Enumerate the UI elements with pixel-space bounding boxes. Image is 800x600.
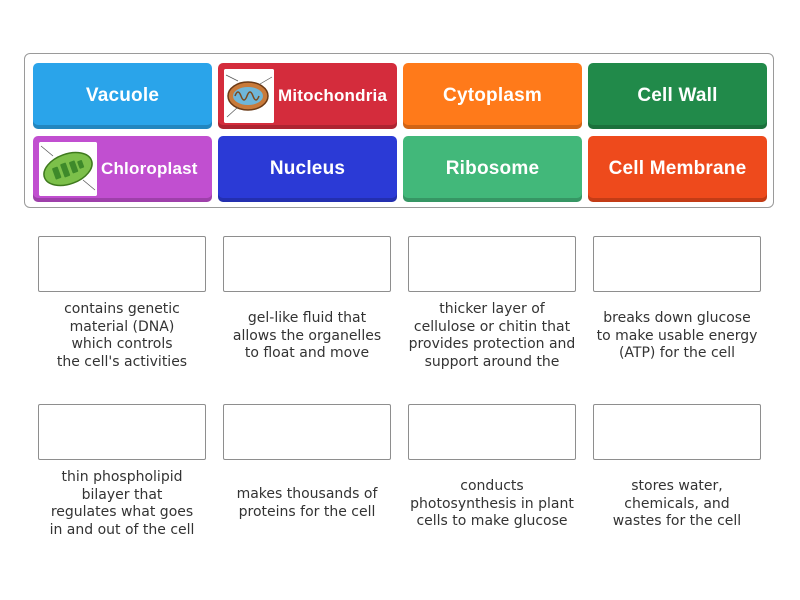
tile-label: Cell Wall — [637, 85, 718, 106]
description-2: gel-like fluid that allows the organelle… — [232, 310, 382, 361]
drop-zone-2[interactable] — [223, 236, 391, 292]
drop-zone-4[interactable] — [593, 236, 761, 292]
tile-vacuole[interactable]: Vacuole — [33, 63, 212, 129]
tile-label: Ribosome — [445, 158, 540, 179]
tile-mitochondria[interactable]: Mitochondria — [218, 63, 397, 129]
tile-ribosome[interactable]: Ribosome — [403, 136, 582, 202]
tile-label: Cytoplasm — [443, 85, 542, 106]
description-4: breaks down glucose to make usable energ… — [596, 310, 758, 361]
drop-zone-3[interactable] — [408, 236, 576, 292]
description-5: thin phospholipid bilayer that regulates… — [49, 469, 195, 538]
mitochondria-image — [224, 69, 274, 123]
answer-bank: Vacuole Mitochondria Cytoplasm Cell Wall — [24, 53, 774, 208]
tile-nucleus[interactable]: Nucleus — [218, 136, 397, 202]
drop-zone-7[interactable] — [408, 404, 576, 460]
drop-zone-5[interactable] — [38, 404, 206, 460]
description-6: makes thousands of proteins for the cell — [236, 486, 378, 520]
drop-zone-8[interactable] — [593, 404, 761, 460]
description-7: conducts photosynthesis in plant cells t… — [410, 478, 574, 529]
description-1: contains genetic material (DNA) which co… — [56, 301, 188, 370]
description-3: thicker layer of cellulose or chitin tha… — [408, 301, 576, 370]
tile-chloroplast[interactable]: Chloroplast — [33, 136, 212, 202]
tile-label: Vacuole — [85, 85, 160, 106]
drop-zone-1[interactable] — [38, 236, 206, 292]
tile-label: Cell Membrane — [608, 158, 747, 179]
description-8: stores water, chemicals, and wastes for … — [612, 478, 742, 529]
tile-cell-membrane[interactable]: Cell Membrane — [588, 136, 767, 202]
tile-cytoplasm[interactable]: Cytoplasm — [403, 63, 582, 129]
tile-label: Chloroplast — [101, 159, 198, 178]
tile-label: Mitochondria — [278, 86, 388, 105]
tile-label: Nucleus — [269, 158, 346, 179]
chloroplast-image — [39, 142, 97, 196]
drop-zone-6[interactable] — [223, 404, 391, 460]
tile-cell-wall[interactable]: Cell Wall — [588, 63, 767, 129]
